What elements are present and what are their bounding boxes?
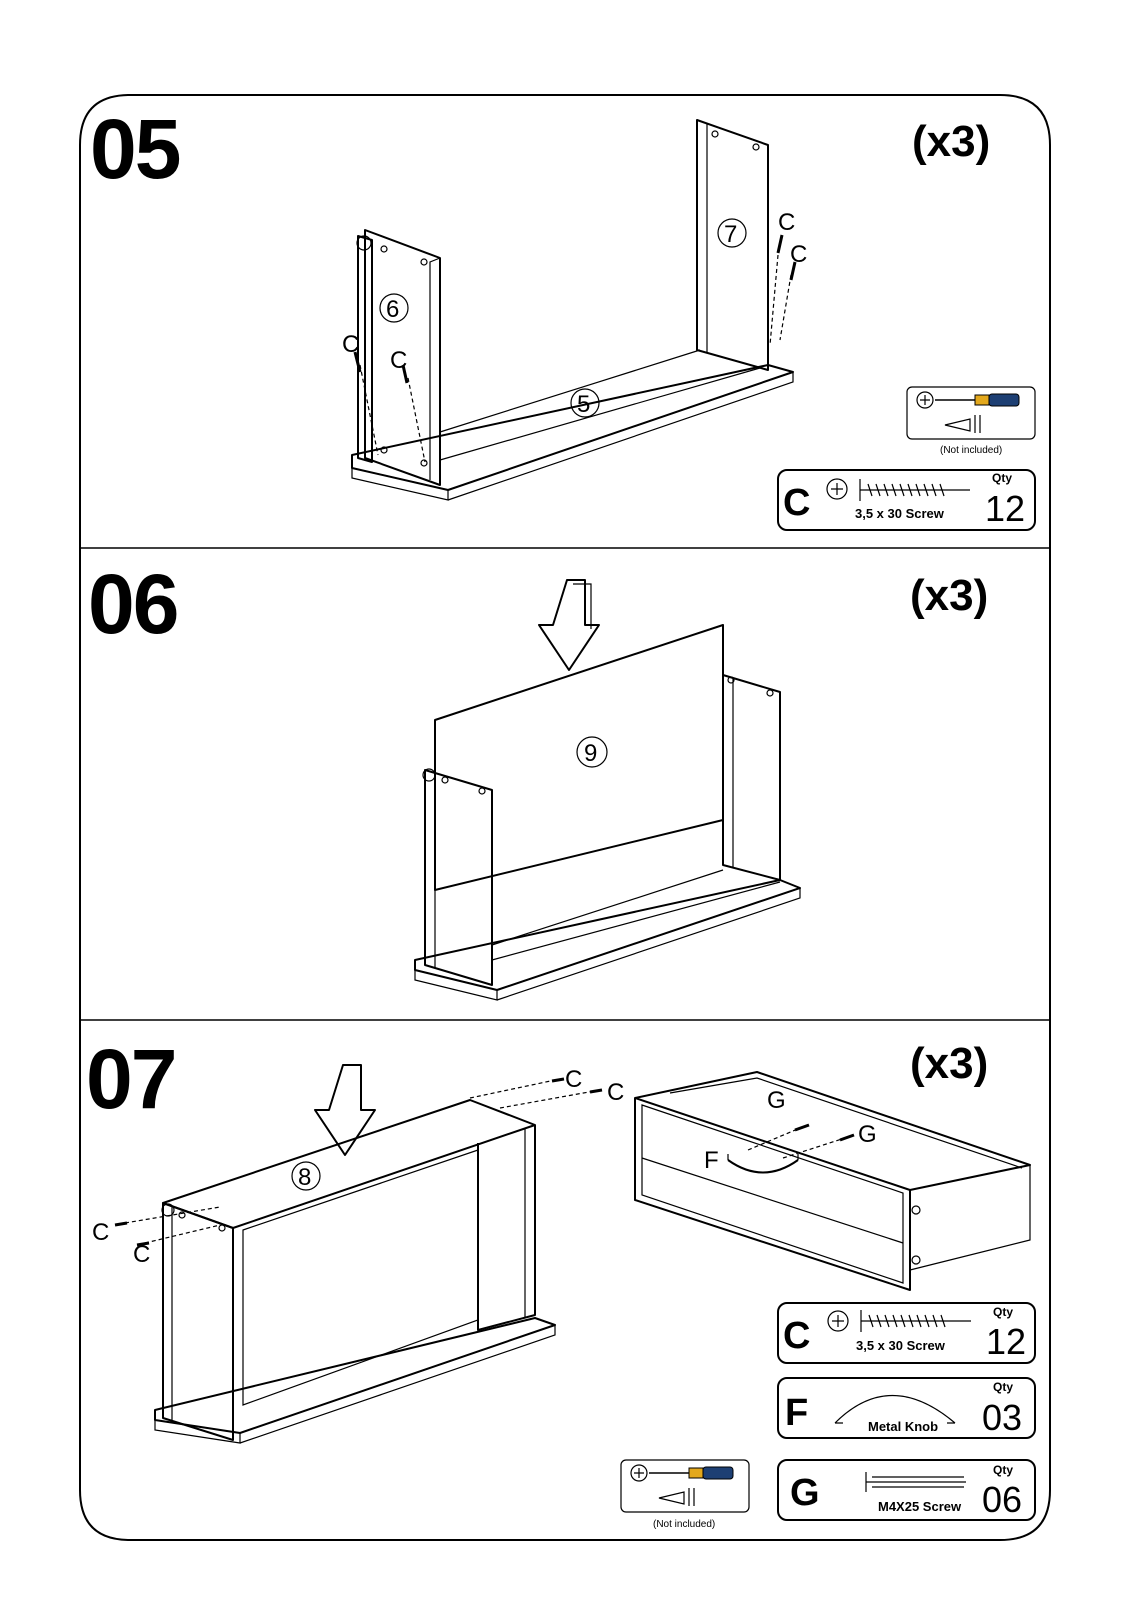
hardware-description: 3,5 x 30 Screw	[856, 1338, 946, 1353]
qty-label: Qty	[992, 471, 1012, 485]
qty-label: Qty	[993, 1380, 1013, 1394]
page-frame	[79, 94, 1051, 1541]
step-05: 05 (x3)	[90, 102, 1036, 531]
screwdriver-tool-icon	[906, 386, 1036, 440]
bolt-icon	[865, 1472, 966, 1492]
hardware-description: 3,5 x 30 Screw	[855, 506, 945, 521]
qty-label: Qty	[993, 1305, 1013, 1319]
step-07: 07 (x3)	[86, 1032, 1036, 1530]
step-number: 07	[86, 1032, 175, 1126]
hardware-letter: G	[790, 1472, 820, 1514]
down-arrow-icon	[538, 579, 600, 671]
part-label: 5	[577, 391, 590, 418]
qty-value: 06	[982, 1479, 1022, 1520]
hardware-description: Metal Knob	[868, 1419, 938, 1434]
screw-icon	[859, 479, 970, 501]
part-label: 6	[386, 296, 399, 323]
hardware-description: M4X25 Screw	[878, 1499, 962, 1514]
back-panel-drawing	[414, 579, 801, 1001]
cabinet-frame-drawing	[351, 119, 797, 501]
screw-callout: C	[390, 347, 407, 374]
screwdriver-tool-icon	[620, 1459, 750, 1513]
screw-callout: C	[778, 209, 795, 236]
hardware-box-c	[777, 1302, 1036, 1364]
drawer-callout: G	[858, 1121, 877, 1148]
hardware-box-g	[777, 1459, 1036, 1521]
qty-value: 12	[986, 1321, 1026, 1362]
step-multiplier: (x3)	[910, 1039, 988, 1088]
screw-callout: C	[607, 1079, 624, 1106]
screw-callout: C	[790, 241, 807, 268]
screw-callout: C	[133, 1241, 150, 1268]
drawer-drawing	[634, 1071, 1031, 1291]
screw-icon	[860, 1310, 971, 1332]
down-arrow-icon	[314, 1064, 376, 1156]
knob-icon	[727, 1159, 799, 1174]
hardware-box-f	[777, 1377, 1036, 1439]
step-number: 06	[88, 557, 177, 651]
qty-value: 03	[982, 1397, 1022, 1438]
hardware-letter: C	[783, 482, 810, 524]
step-multiplier: (x3)	[912, 117, 990, 166]
hardware-letter: C	[783, 1315, 810, 1357]
cabinet-top-drawing	[114, 1064, 603, 1444]
hardware-box-c	[777, 469, 1036, 531]
part-label: 8	[298, 1164, 311, 1191]
qty-value: 12	[985, 488, 1025, 529]
tool-note: (Not included)	[653, 1519, 715, 1530]
part-label: 9	[584, 740, 597, 767]
knob-icon	[834, 1395, 956, 1424]
step-06: 06 (x3) 9	[88, 557, 988, 1001]
screw-callout: C	[92, 1219, 109, 1246]
step-number: 05	[90, 102, 180, 196]
tool-note: (Not included)	[940, 445, 1002, 456]
hardware-letter: F	[785, 1392, 808, 1434]
part-label: 7	[724, 221, 737, 248]
qty-label: Qty	[993, 1463, 1013, 1477]
drawer-callout: F	[704, 1147, 719, 1174]
step-multiplier: (x3)	[910, 571, 988, 620]
drawer-callout: G	[767, 1087, 786, 1114]
screw-callout: C	[565, 1066, 582, 1093]
screw-callout: C	[342, 331, 359, 358]
